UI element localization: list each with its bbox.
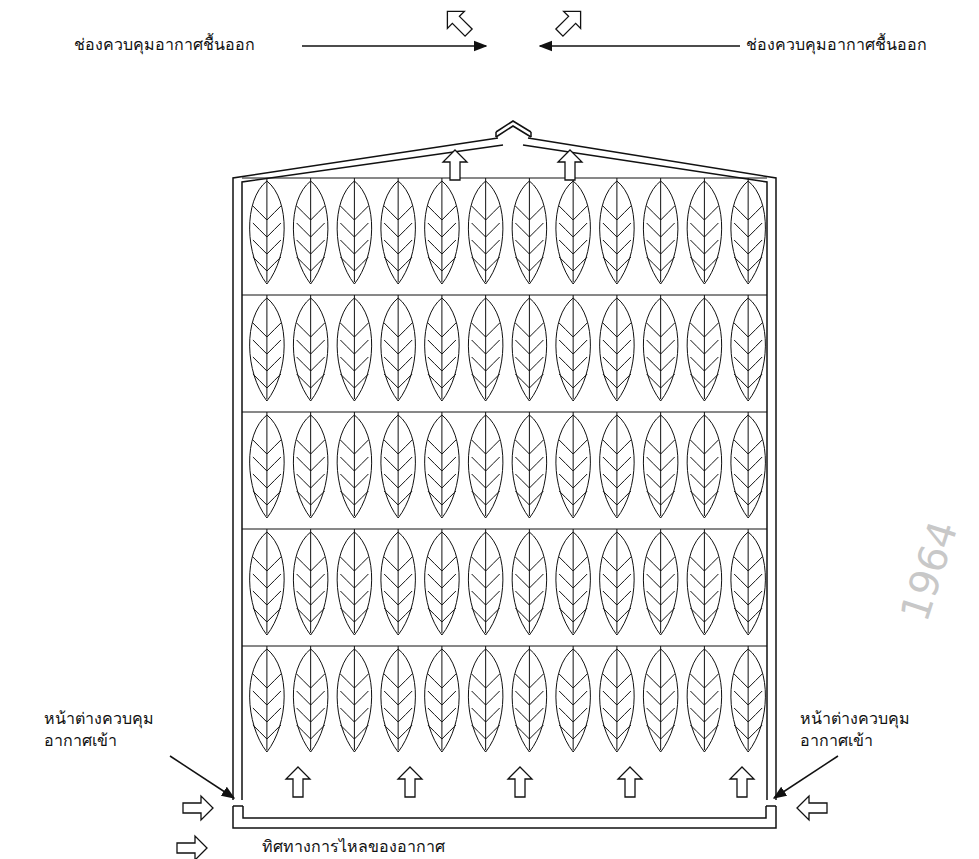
tobacco-leaves <box>250 178 766 752</box>
label-text: ช่องควบคุมอากาศชื้นออก <box>746 35 927 54</box>
label-text: ช่องควบคุมอากาศชื้นออก <box>74 35 255 54</box>
label-text: หน้าต่างควบคุม อากาศเข้า <box>800 709 910 750</box>
callout-label: ช่องควบคุมอากาศชื้นออก <box>74 34 255 56</box>
barn-structure <box>170 46 838 828</box>
legend-entry: ทิศทางการไหลของอากาศ <box>262 836 445 858</box>
legend-text: ทิศทางการไหลของอากาศ <box>262 837 445 856</box>
callout-label: หน้าต่างควบคุม อากาศเข้า <box>44 708 169 752</box>
callout-label: หน้าต่างควบคุม อากาศเข้า <box>800 708 925 752</box>
airflow-arrows <box>177 3 827 859</box>
label-text: 1964 <box>891 515 966 626</box>
watermark: 1964 <box>903 519 955 623</box>
label-text: หน้าต่างควบคุม อากาศเข้า <box>44 709 154 750</box>
shelf-lines <box>242 178 767 646</box>
callout-label: ช่องควบคุมอากาศชื้นออก <box>746 34 927 56</box>
